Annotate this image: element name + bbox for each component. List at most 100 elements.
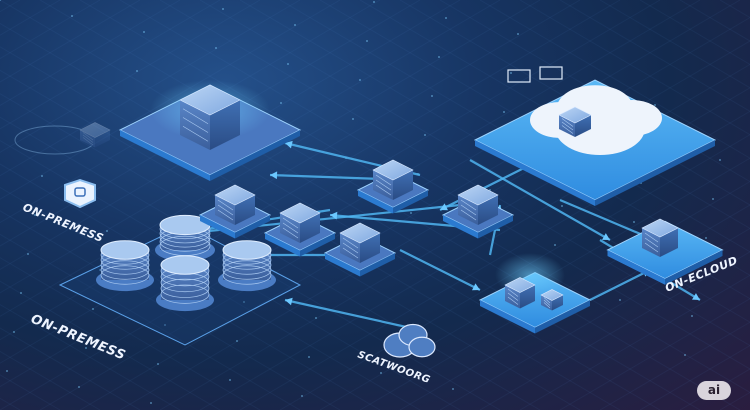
- rack-line: [282, 222, 299, 234]
- rack-line: [507, 296, 519, 305]
- grid-line: [359, 180, 750, 410]
- box-top-face: [540, 289, 564, 301]
- sparkle: [150, 402, 152, 404]
- arrow-shaft: [589, 269, 651, 301]
- box-top-face: [641, 218, 679, 238]
- box-top-face: [339, 222, 381, 244]
- arrow-head: [330, 211, 338, 220]
- rack-line: [460, 204, 477, 216]
- grid-line: [319, 157, 750, 410]
- platform-edge: [535, 300, 590, 334]
- sparkle: [229, 379, 231, 381]
- grid-line: [159, 63, 750, 410]
- platform-edge: [265, 233, 300, 257]
- grid-line: [0, 0, 181, 107]
- sparkle: [445, 17, 447, 19]
- sparkle: [503, 111, 505, 113]
- rack-line: [217, 204, 234, 216]
- grid-line: [0, 0, 621, 364]
- sparkle: [654, 104, 656, 106]
- platform-edge: [325, 253, 360, 277]
- grid-line: [0, 0, 701, 410]
- sparkle: [301, 395, 303, 397]
- rack-line: [543, 302, 551, 309]
- platform-edge: [478, 215, 513, 239]
- server-node: [372, 159, 414, 200]
- database-icon: [96, 240, 154, 292]
- grid-line: [79, 16, 750, 410]
- rack-line: [543, 299, 551, 306]
- sparkle: [719, 159, 721, 161]
- grid-line: [0, 163, 421, 410]
- rack-line: [217, 209, 234, 221]
- grid-line: [0, 0, 661, 388]
- grid-line: [0, 327, 141, 410]
- sparkle: [164, 324, 166, 326]
- rack-line: [561, 121, 574, 131]
- rack-line: [342, 242, 359, 254]
- rack-line: [460, 199, 477, 211]
- sparkle: [99, 269, 101, 271]
- rack-line: [217, 199, 234, 211]
- sparkle: [308, 356, 310, 358]
- rack-line: [82, 134, 94, 143]
- grid-line: [479, 251, 750, 410]
- grid-line: [0, 0, 341, 200]
- grid-line: [0, 397, 21, 410]
- sparkle: [517, 33, 519, 35]
- grid-line: [279, 0, 750, 276]
- box-right-face: [552, 295, 563, 311]
- platform-edge: [210, 130, 300, 181]
- rack-line: [375, 174, 392, 186]
- grid-line: [0, 0, 21, 13]
- arrow-shaft: [284, 298, 421, 332]
- rack-line: [82, 137, 94, 146]
- sparkle: [280, 102, 282, 104]
- box-right-face: [660, 228, 678, 257]
- grid-line: [0, 116, 501, 410]
- database-ring: [100, 260, 150, 280]
- platform-edge: [475, 140, 595, 206]
- sparkle: [366, 40, 368, 42]
- box-top-face: [504, 277, 536, 293]
- sparkle: [287, 63, 289, 65]
- rack-line: [561, 125, 574, 134]
- database-icon: [218, 240, 276, 292]
- box-left-face: [80, 130, 95, 148]
- sparkle: [157, 363, 159, 365]
- network-cloud-icon: [383, 323, 436, 358]
- rack-line: [460, 209, 477, 221]
- sparkle: [0, 0, 1, 1]
- shield-glyph: [74, 187, 86, 197]
- rack-line: [182, 125, 209, 142]
- box-top-face: [372, 159, 414, 181]
- rack-line: [644, 237, 659, 248]
- grid-line: [0, 233, 301, 410]
- box-top-face: [558, 106, 592, 124]
- arrow-head: [440, 203, 448, 211]
- sparkle: [315, 317, 317, 319]
- grid-line: [0, 186, 381, 410]
- grid-line: [0, 0, 701, 410]
- sparkle: [20, 292, 22, 294]
- grid-line: [0, 280, 221, 410]
- box-left-face: [541, 295, 552, 311]
- sparkle: [71, 15, 73, 17]
- arrow-shaft: [469, 159, 611, 241]
- rack-line: [182, 117, 209, 133]
- shield-icon: [64, 178, 96, 209]
- platform-edge: [595, 140, 715, 206]
- platform-edge: [665, 250, 723, 285]
- sparkle: [294, 24, 296, 26]
- grid-line: [559, 298, 750, 410]
- sparkle: [222, 8, 224, 10]
- sparkle: [352, 118, 354, 120]
- sparkle: [41, 175, 43, 177]
- rack-line: [644, 232, 659, 243]
- ai-badge: ai: [697, 381, 731, 400]
- sparkle: [633, 221, 635, 223]
- database-icon: [222, 240, 272, 260]
- platform-edge: [235, 215, 270, 239]
- sparkle: [6, 370, 8, 372]
